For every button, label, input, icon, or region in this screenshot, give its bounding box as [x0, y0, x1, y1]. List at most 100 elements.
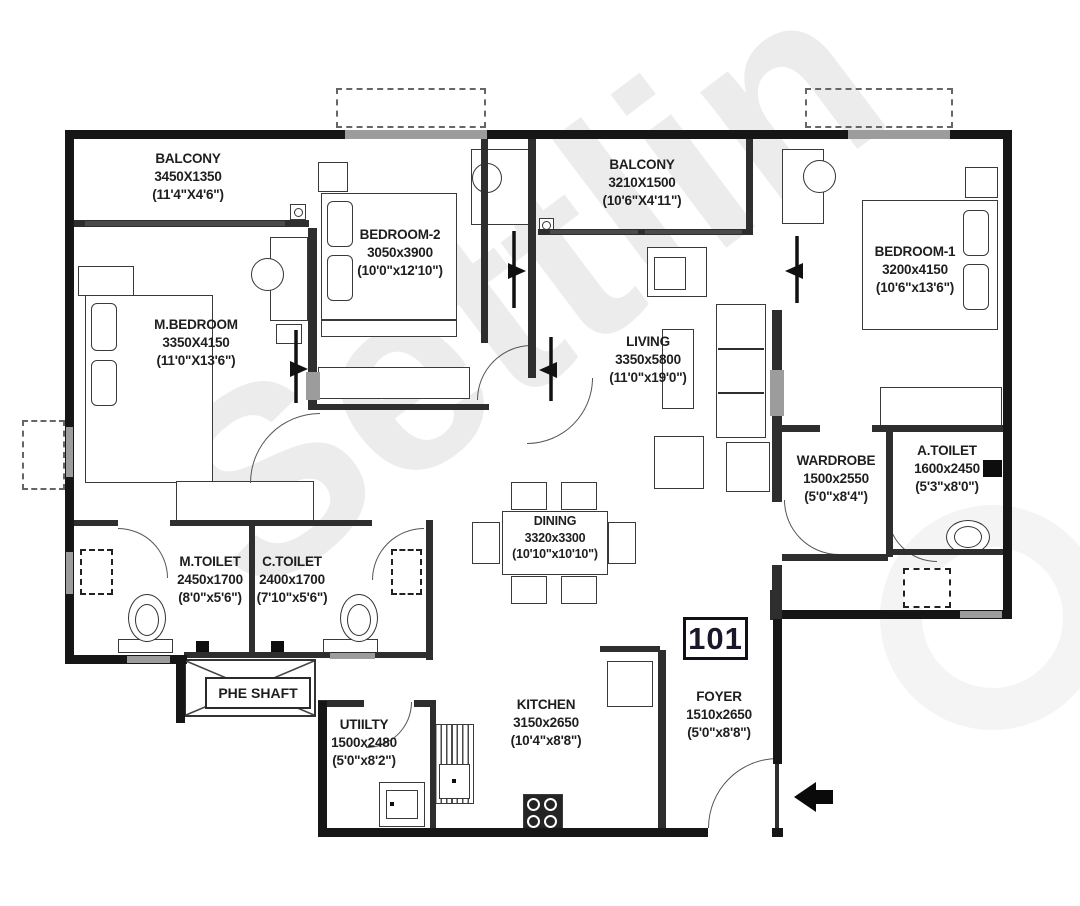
sofa-single: [726, 442, 770, 492]
window: [66, 427, 73, 477]
bed-bench: [321, 320, 457, 337]
wall: [176, 655, 185, 723]
room-dims-mm: 2450x1700: [177, 571, 243, 587]
room-label-balcony-2: BALCONY 3210X1500 (10'6"X4'11"): [603, 156, 682, 209]
room-name: KITCHEN: [516, 697, 576, 712]
balcony-sliding-window: [550, 230, 638, 234]
room-label-m-bedroom: M.BEDROOM 3350X4150 (11'0"X13'6"): [154, 316, 238, 369]
dresser: [471, 149, 529, 225]
room-name: UTIILTY: [339, 717, 389, 732]
room-name: M.BEDROOM: [154, 317, 238, 332]
wardrobe-unit: [318, 367, 470, 399]
wall: [430, 700, 436, 830]
tv-niche: [770, 370, 784, 416]
wall: [773, 619, 782, 764]
window: [960, 611, 1002, 618]
unit-number-badge: 101: [683, 617, 748, 660]
wc-toilet-bowl: [954, 526, 982, 548]
door-swing-icon: [508, 231, 526, 308]
room-dims-mm: 3320x3300: [524, 530, 586, 545]
window: [848, 130, 950, 139]
washbasin: [903, 568, 951, 608]
bedside-table: [78, 266, 134, 296]
window: [330, 653, 375, 659]
room-name: A.TOILET: [917, 443, 977, 458]
room-dims-mm: 1510x2650: [686, 706, 752, 722]
toilet-counter: [323, 639, 378, 653]
room-label-a-toilet: A.TOILET 1600x2450 (5'3"x8'0"): [914, 442, 980, 495]
room-name: DINING: [533, 514, 577, 528]
room-dims-mm: 3150x2650: [513, 714, 579, 730]
room-name: C.TOILET: [262, 554, 322, 569]
room-name: BALCONY: [609, 157, 675, 172]
pillow: [963, 210, 989, 256]
wall: [772, 828, 783, 837]
wall: [886, 432, 893, 557]
room-dims-mm: 3350x5800: [615, 351, 681, 367]
room-label-bedroom-2: BEDROOM-2 3050x3900 (10'0"x12'10"): [357, 226, 443, 279]
room-dims-mm: 1600x2450: [914, 460, 980, 476]
wc-toilet-bowl: [135, 604, 159, 636]
room-name: FOYER: [696, 689, 742, 704]
wall: [65, 130, 74, 664]
wall: [249, 526, 255, 654]
room-name: M.TOILET: [179, 554, 241, 569]
wall: [1003, 130, 1012, 619]
wall: [892, 549, 1005, 555]
console-table: [662, 329, 694, 409]
room-label-utility: UTIILTY 1500x2480 (5'0"x8'2"): [331, 716, 397, 769]
kitchen-sink: [439, 764, 470, 799]
room-label-balcony-1: BALCONY 3450X1350 (11'4"X4'6"): [152, 150, 224, 203]
room-label-bedroom-1: BEDROOM-1 3200x4150 (10'6"x13'6"): [875, 243, 956, 296]
dresser-mirror: [251, 258, 284, 291]
room-dims-ft: (11'0"x19'0"): [609, 369, 687, 385]
refrigerator: [607, 661, 653, 707]
wall: [872, 425, 1008, 432]
room-name: BEDROOM-2: [359, 227, 441, 242]
door-swing-icon: [785, 236, 803, 303]
burner-icon: [527, 815, 540, 828]
room-dims-mm: 1500x2480: [331, 734, 397, 750]
wall: [426, 520, 433, 660]
room-name: LIVING: [626, 334, 670, 349]
room-label-foyer: FOYER 1510x2650 (5'0"x8'8"): [686, 688, 752, 741]
sofa-single: [654, 436, 704, 489]
wall: [170, 520, 372, 526]
phe-shaft-label: PHE SHAFT: [205, 677, 311, 709]
room-name: BEDROOM-1: [874, 244, 956, 259]
room-name: BALCONY: [155, 151, 221, 166]
wall: [308, 228, 317, 408]
pillow: [91, 303, 117, 351]
room-dims-ft: (5'0"x8'2"): [332, 752, 396, 768]
wall: [65, 655, 187, 664]
dining-chair: [511, 576, 547, 604]
wall: [414, 700, 436, 707]
room-dims-mm: 3210X1500: [608, 174, 676, 190]
dresser-mirror: [803, 160, 836, 193]
room-dims-ft: (7'10"x5'6"): [256, 589, 328, 605]
sofa-cushion-line: [718, 348, 764, 350]
pillow: [327, 201, 353, 247]
vent-grille-icon: [983, 460, 1002, 477]
room-dims-mm: 3050x3900: [367, 244, 433, 260]
entry-arrow-icon: [794, 782, 833, 812]
room-dims-ft: (11'0"X13'6"): [156, 352, 236, 368]
door-arc: [527, 378, 593, 444]
door-arc: [372, 528, 424, 580]
wall: [538, 229, 746, 235]
wall: [65, 130, 1012, 139]
window: [127, 656, 170, 663]
window: [66, 552, 73, 594]
room-name: WARDROBE: [796, 453, 876, 468]
dining-chair: [511, 482, 547, 510]
wardrobe-unit: [880, 387, 1002, 429]
window: [345, 130, 487, 139]
room-dims-ft: (10'4"x8'8"): [510, 732, 582, 748]
burner-icon: [544, 815, 557, 828]
bedside-table: [318, 162, 348, 192]
wall: [184, 652, 433, 658]
wall: [318, 828, 708, 837]
wall: [658, 650, 666, 830]
wall: [308, 404, 489, 410]
